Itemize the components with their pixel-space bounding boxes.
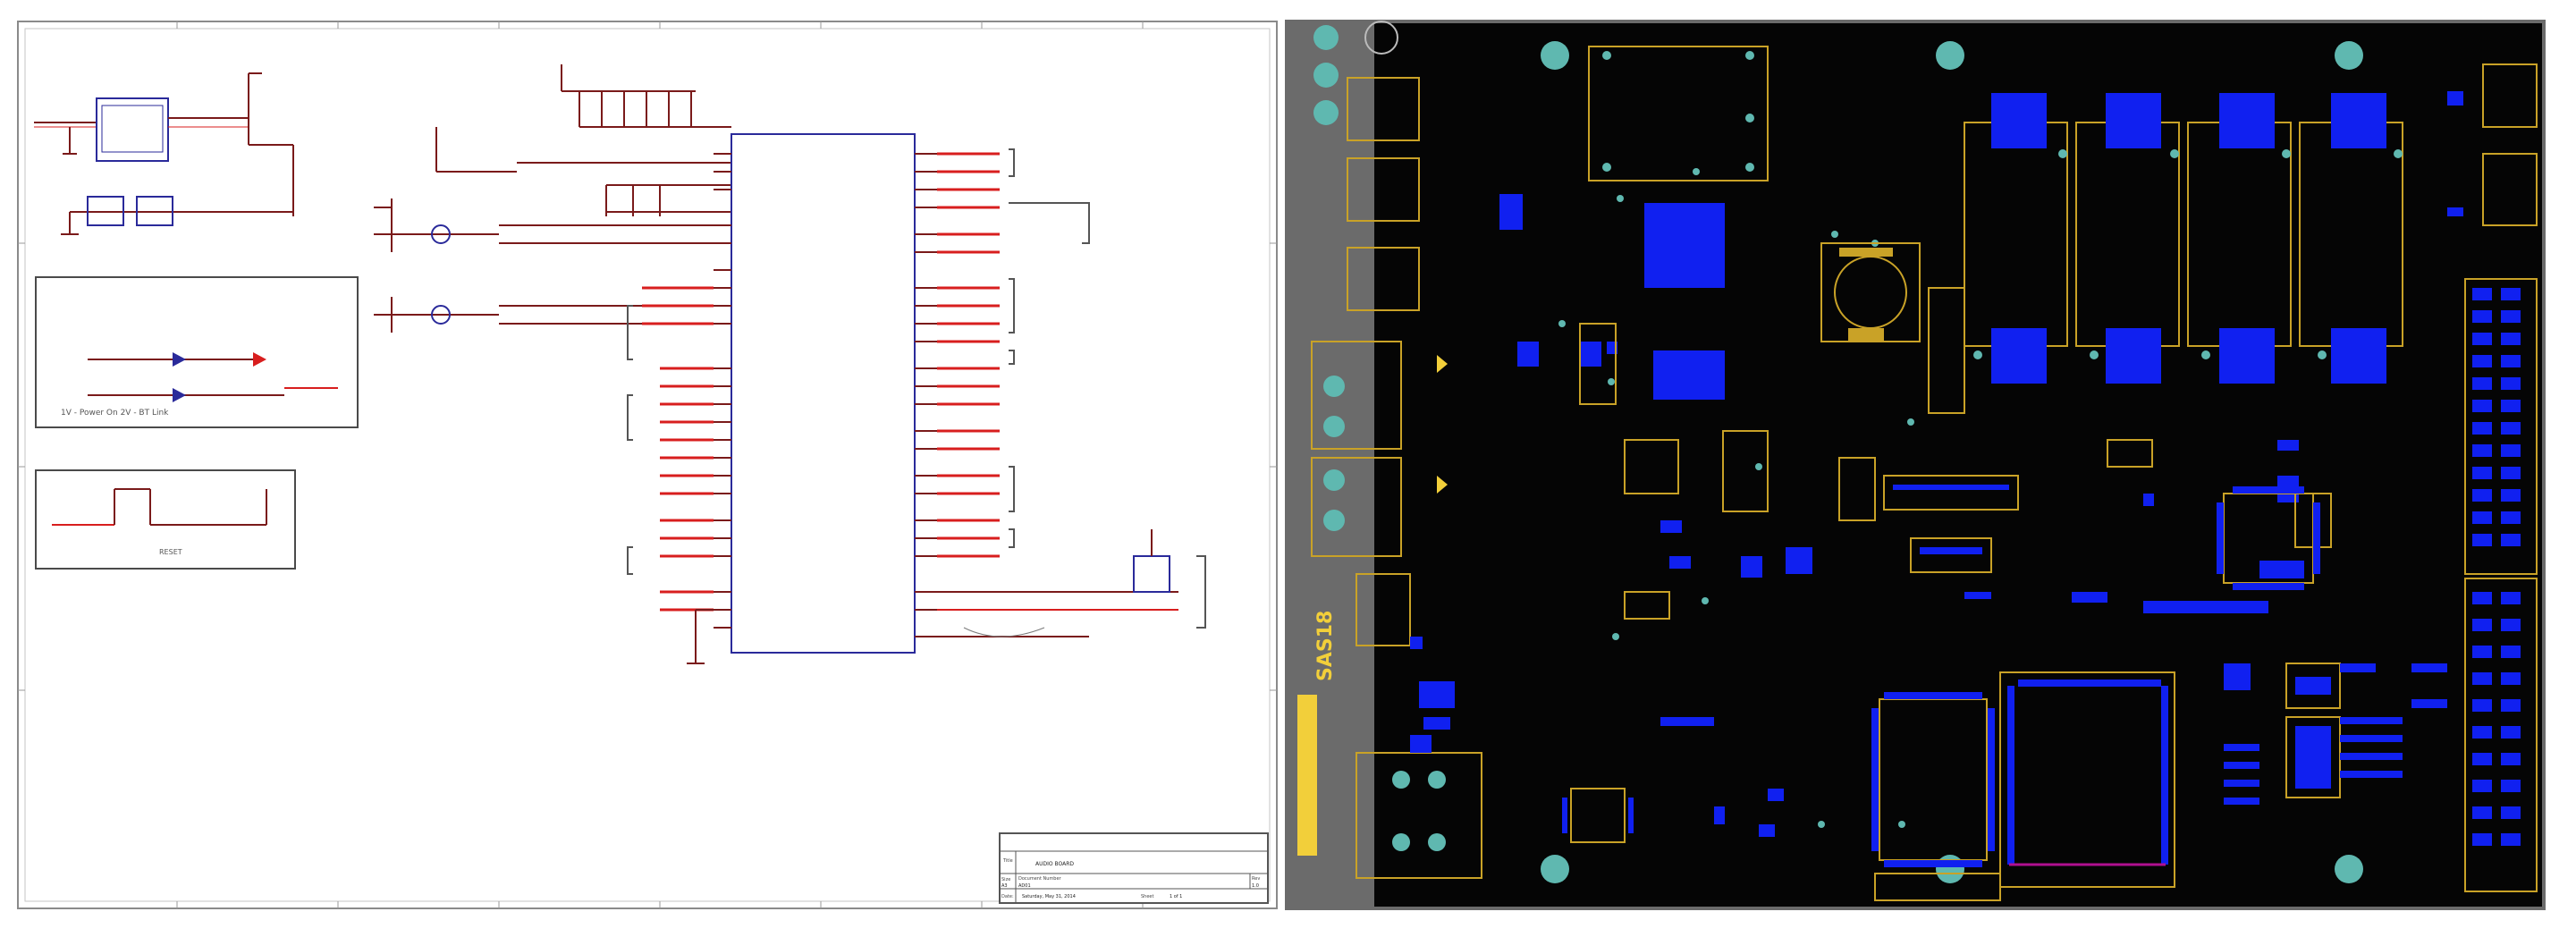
mount-hole (1313, 63, 1339, 88)
led-block-label: 1V - Power On 2V - BT Link (61, 409, 169, 418)
sheet-border (17, 21, 1278, 909)
reset-block: RESET (35, 469, 296, 570)
sheet-label: Schematic (29, 22, 56, 29)
misc-pads (1410, 194, 2304, 837)
doc-number-value: AD01 (1018, 883, 1031, 889)
resistor-pad-groups (1410, 520, 2447, 805)
doc-number-label: Document Number (1018, 876, 1062, 882)
left-connectors (1311, 77, 1482, 879)
size-label: Size (1001, 877, 1010, 882)
sheet-inner-border (24, 28, 1271, 902)
led-block: 1V - Power On 2V - BT Link (35, 276, 359, 428)
fiducial (1364, 21, 1398, 55)
buzzer (1820, 242, 1921, 342)
regulator-ic (96, 97, 169, 162)
power-regulator-block (34, 72, 294, 235)
reset-block-label: RESET (159, 548, 182, 556)
date-label: Date: (1001, 894, 1014, 899)
title-value: AUDIO BOARD (1035, 861, 1074, 867)
title-label: Title (1002, 858, 1013, 864)
large-ic-pads (1562, 486, 2320, 867)
silkscreen-strip (1297, 695, 1317, 856)
title-block: Title AUDIO BOARD Size Document Number A… (999, 832, 1269, 904)
schematic-panel: Schematic 1V - Powe (16, 20, 1279, 910)
usb-connector-area (937, 529, 1206, 637)
rev-label: Rev (1252, 876, 1260, 882)
rev-value: 1.0 (1252, 883, 1259, 889)
mount-hole (1313, 100, 1339, 125)
mount-hole (1313, 25, 1339, 50)
sheet-value: 1 of 1 (1170, 894, 1182, 899)
relay-pads (1991, 93, 2386, 384)
mcu-body (731, 133, 916, 654)
ic-outlines (1570, 287, 2332, 888)
header-pins (2472, 288, 2521, 846)
pcb-layout: SAS18 (1285, 20, 2546, 910)
pcb-panel: SAS18 (1285, 20, 2546, 910)
date-value: Saturday, May 31, 2014 (1022, 894, 1076, 899)
mcu-symbol (642, 133, 1000, 664)
module-outline (1588, 46, 1769, 181)
zone-ticks (18, 21, 1277, 908)
schematic-drawing: Schematic 1V - Powe (17, 21, 1278, 909)
silkscreen-text: SAS18 (1314, 611, 1337, 681)
sheet-label-tb: Sheet (1141, 894, 1153, 899)
size-value: A3 (1001, 883, 1008, 889)
resistor-array (561, 64, 731, 216)
right-header-1 (2464, 278, 2538, 892)
net-group-brackets (627, 148, 1090, 575)
